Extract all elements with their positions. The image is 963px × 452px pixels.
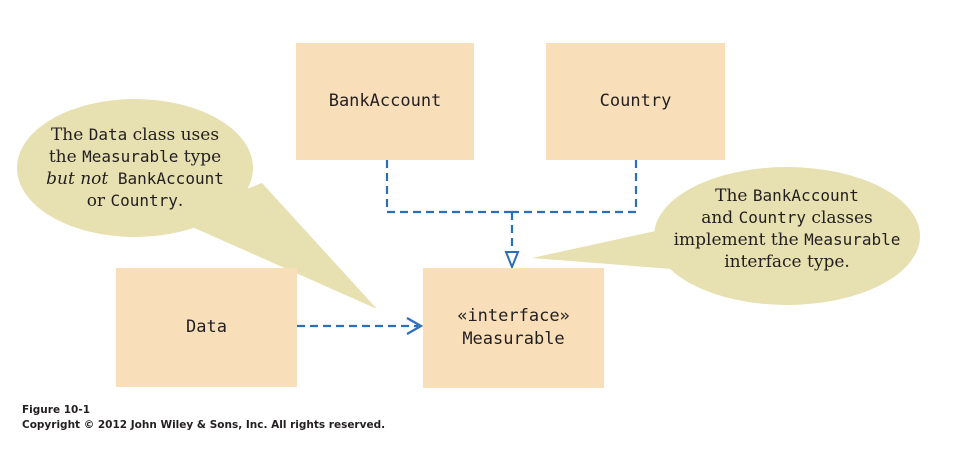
callout-right-text-run: classes bbox=[806, 208, 873, 228]
callout-left-text-run: The bbox=[50, 125, 89, 145]
class-name-data: Data bbox=[186, 317, 227, 338]
callout-left-text-run: type bbox=[178, 147, 222, 167]
callout-left-text: The Data class uses the Measurable type … bbox=[40, 124, 230, 212]
callout-left-bubble bbox=[172, 183, 377, 309]
callout-left-text-run: class uses bbox=[127, 125, 220, 145]
callout-left-emphasis-run: but not bbox=[46, 169, 109, 189]
callout-left-code-run: Measurable bbox=[82, 147, 179, 166]
realization-arrowhead bbox=[504, 251, 520, 270]
class-name-bankaccount: BankAccount bbox=[328, 91, 442, 112]
callout-right-line-4: interface type. bbox=[724, 252, 850, 272]
callout-right-code-run: Country bbox=[738, 208, 807, 227]
class-box-data: Data bbox=[116, 268, 297, 387]
callout-left-code-run: Data bbox=[88, 125, 128, 144]
callout-right-text-run: The bbox=[715, 186, 753, 206]
class-name-country: Country bbox=[599, 91, 672, 112]
figure-label: Figure 10-1 bbox=[22, 404, 90, 416]
callout-right-line-3: implement the Measurable bbox=[668, 229, 906, 251]
callout-right-text: The BankAccount and Country classes impl… bbox=[668, 185, 906, 273]
callout-left-line-3: but not BankAccount bbox=[40, 168, 230, 190]
interface-box-measurable: «interface» Measurable bbox=[423, 268, 604, 388]
callout-left-text-run: the bbox=[48, 147, 83, 167]
interface-name-measurable: Measurable bbox=[462, 329, 565, 349]
callout-right-line-1: The BankAccount bbox=[668, 185, 906, 207]
callout-left-ellipse bbox=[17, 99, 253, 237]
copyright-notice: Copyright © 2012 John Wiley & Sons, Inc.… bbox=[22, 419, 386, 431]
class-box-bankaccount: BankAccount bbox=[296, 43, 474, 160]
callout-left-text-run: or bbox=[86, 191, 111, 211]
callout-left-line-1: The Data class uses bbox=[40, 124, 230, 146]
realization-line-bankaccount bbox=[385, 160, 512, 214]
callout-left-code-run: BankAccount bbox=[108, 169, 224, 188]
callout-left-line-2: the Measurable type bbox=[40, 146, 230, 168]
callout-left-line-4: or Country. bbox=[40, 190, 230, 212]
callout-left-code-run: Country bbox=[110, 191, 178, 210]
interface-stereotype: «interface» bbox=[457, 306, 570, 327]
callout-right-text-run: and bbox=[701, 208, 739, 228]
callout-right-code-run: BankAccount bbox=[752, 186, 859, 205]
callout-right-line-2: and Country classes bbox=[668, 207, 906, 229]
realization-line-country bbox=[512, 160, 638, 214]
dependency-arrowhead bbox=[406, 317, 424, 335]
callout-right-code-run: Measurable bbox=[804, 230, 901, 249]
class-box-country: Country bbox=[546, 43, 725, 160]
callout-right-ellipse bbox=[654, 167, 920, 305]
callout-right-text-run: implement the bbox=[673, 230, 805, 250]
callout-left-text-run: . bbox=[177, 191, 184, 211]
